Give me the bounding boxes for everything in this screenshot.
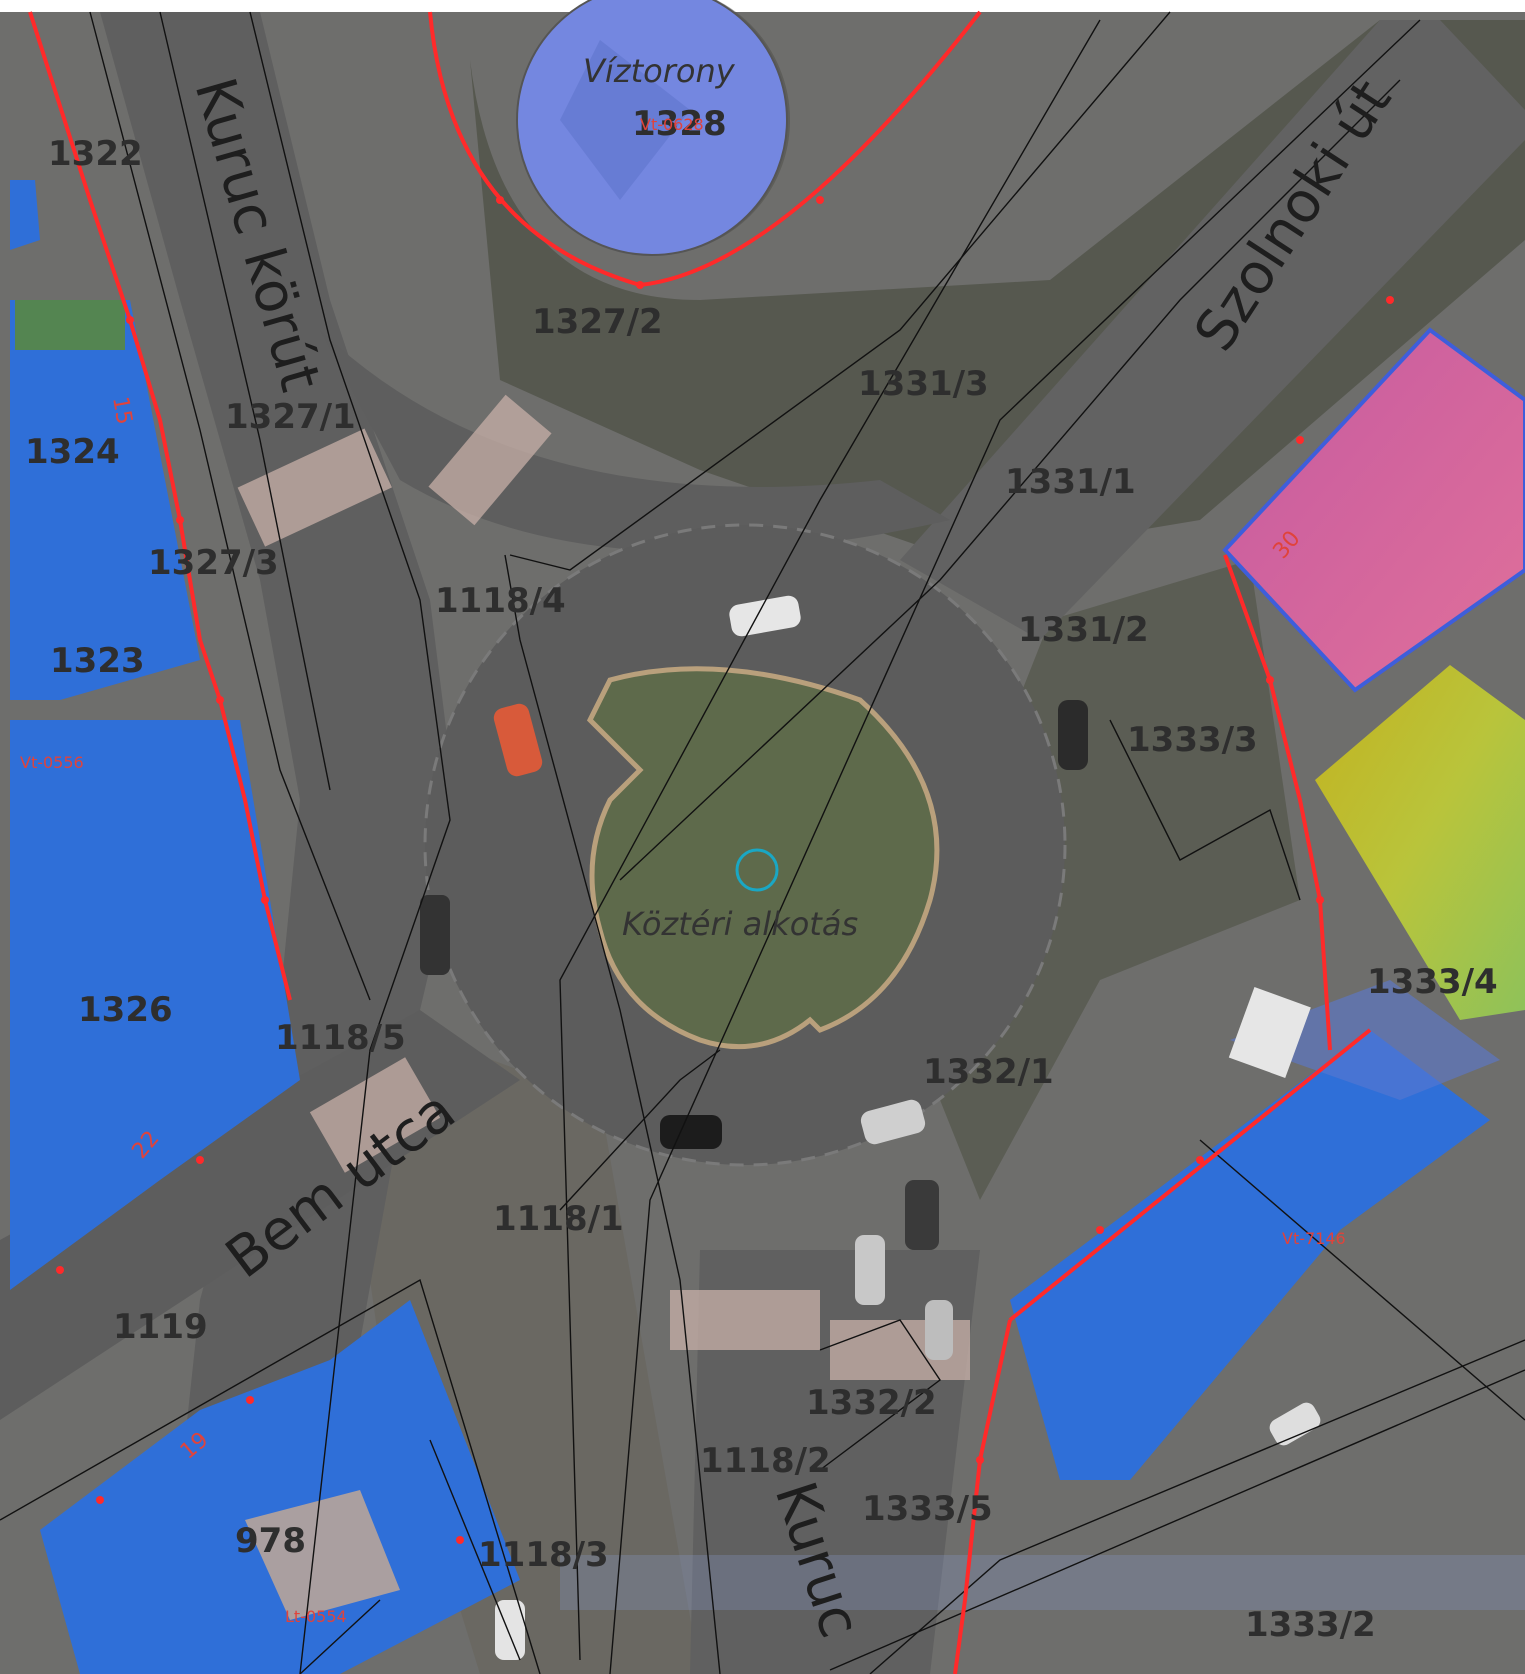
parcel-1322[interactable]: 1322 — [48, 134, 143, 174]
tower-roof-shade — [560, 40, 690, 200]
parcel-1328[interactable]: 1328 — [632, 104, 727, 144]
parcel-1118-4[interactable]: 1118/4 — [435, 581, 566, 621]
parcel-1327-3[interactable]: 1327/3 — [148, 543, 279, 583]
red-vertices — [56, 196, 1394, 1544]
code-lt0554: Lt-0554 — [285, 1607, 347, 1626]
building-yellow — [1315, 665, 1525, 1020]
parcel-978[interactable]: 978 — [235, 1521, 306, 1561]
parcel-1119[interactable]: 1119 — [113, 1307, 208, 1347]
road-kuruc-korut-north — [100, 12, 460, 1674]
crossings — [237, 394, 970, 1380]
parcel-1331-2[interactable]: 1331/2 — [1018, 610, 1149, 650]
parcel-1118-2[interactable]: 1118/2 — [700, 1441, 831, 1481]
parcel-1333-4[interactable]: 1333/4 — [1367, 962, 1498, 1002]
parcel-1118-5[interactable]: 1118/5 — [275, 1018, 406, 1058]
building-pink — [1222, 327, 1525, 693]
poi-public-art: Köztéri alkotás — [622, 905, 858, 943]
parcel-1323[interactable]: 1323 — [50, 641, 145, 681]
parcel-lines — [0, 11, 1525, 1674]
code-vt7146: Vt-7146 — [1282, 1229, 1346, 1248]
ring-outer-marking — [423, 523, 1067, 1167]
code-water-tower: Vt-0628 — [640, 115, 704, 134]
parcel-1331-1[interactable]: 1331/1 — [1005, 462, 1136, 502]
parcel-1332-2[interactable]: 1332/2 — [806, 1383, 937, 1423]
monument-marker-icon[interactable] — [735, 848, 779, 892]
parcel-1331-3[interactable]: 1331/3 — [858, 364, 989, 404]
parcel-1333-3[interactable]: 1333/3 — [1127, 720, 1258, 760]
cars — [420, 595, 1321, 1660]
blue-band — [560, 1555, 1525, 1610]
parcel-1333-5[interactable]: 1333/5 — [862, 1489, 993, 1529]
house-number-15: 15 — [107, 395, 136, 427]
buildings-blue — [10, 180, 1500, 1674]
parcel-1333-2[interactable]: 1333/2 — [1245, 1605, 1376, 1645]
top-margin — [0, 0, 1525, 12]
parcel-1118-3[interactable]: 1118/3 — [478, 1535, 609, 1575]
courtyard — [245, 1490, 400, 1620]
parcel-1324[interactable]: 1324 — [25, 432, 120, 472]
shed — [1228, 986, 1311, 1078]
road-szolnoki-ut — [900, 20, 1525, 640]
parcel-1327-1[interactable]: 1327/1 — [225, 397, 356, 437]
parcel-1326[interactable]: 1326 — [78, 990, 173, 1030]
poi-water-tower: Víztorony — [583, 52, 736, 90]
parcel-1332-1[interactable]: 1332/1 — [923, 1052, 1054, 1092]
parcel-1327-2[interactable]: 1327/2 — [532, 302, 663, 342]
trees-south — [330, 1000, 700, 1674]
code-vt0556: Vt-0556 — [20, 753, 84, 772]
grass-east — [900, 560, 1300, 1200]
green-roof — [15, 300, 125, 350]
parcel-1118-1[interactable]: 1118/1 — [493, 1199, 624, 1239]
